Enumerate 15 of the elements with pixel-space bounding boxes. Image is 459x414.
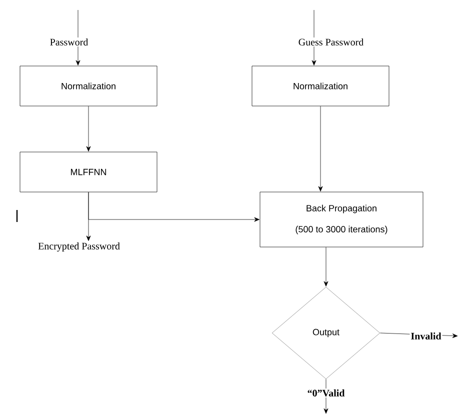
edge-label: Password [48,37,90,47]
process-box: Back Propagation (500 to 3000 iterations) [260,192,424,248]
process-box: Normalization [252,66,390,106]
process-box: Normalization [20,66,158,106]
arrow [76,10,80,66]
arrow [86,106,91,152]
arrow [318,106,323,192]
edge-label: Guess Password [297,37,365,47]
edge-label: Invalid [410,331,442,340]
process-box: MLFFNN [20,152,158,192]
output-label: Encrypted Password [38,242,120,252]
edge-label: “0”Valid [306,388,346,398]
arrow [324,247,328,286]
arrow [312,10,316,66]
arrow [88,192,260,222]
